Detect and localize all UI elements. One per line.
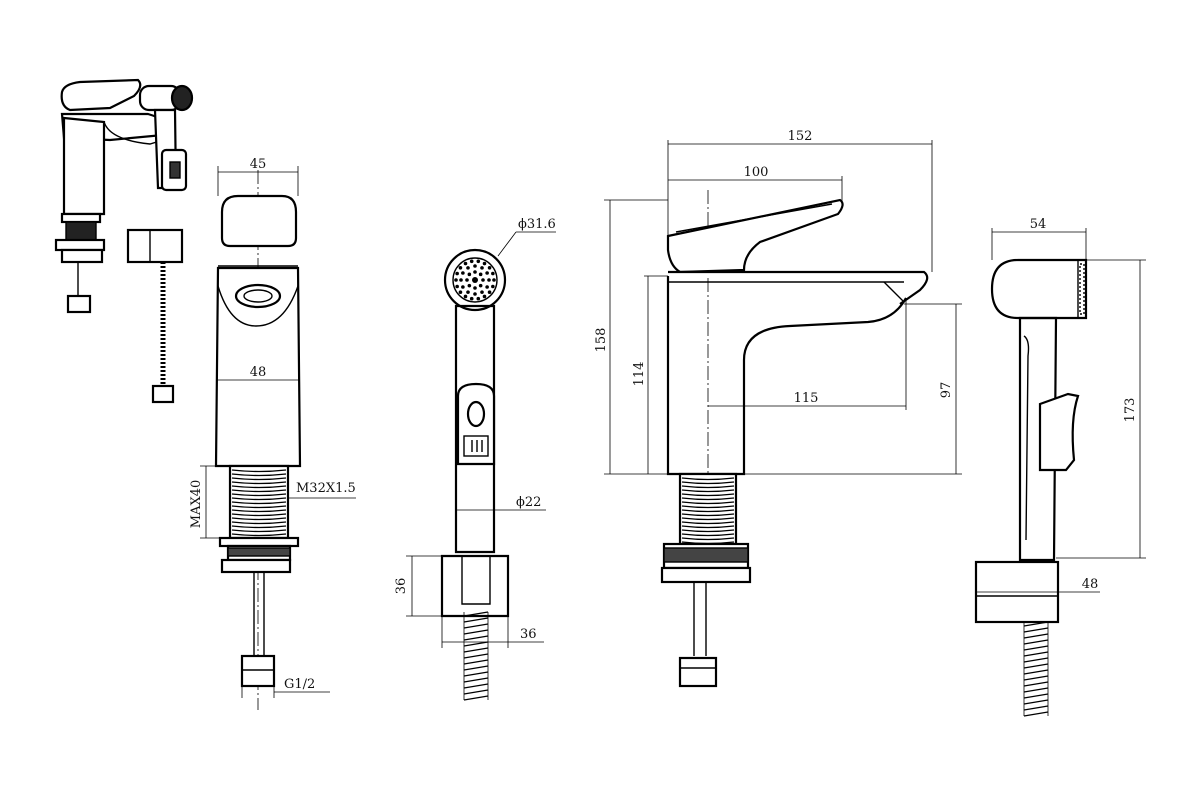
side-hose: [1023, 621, 1049, 717]
dim-thread: M32X1.5: [296, 481, 356, 496]
dim-side-height: 173: [1123, 398, 1138, 423]
dim-spout-reach: 115: [794, 391, 819, 406]
dim-side-holder-width: 48: [1082, 577, 1099, 592]
dim-lever-length: 100: [744, 165, 769, 180]
dim-side-width: 54: [1030, 217, 1047, 232]
side-thread-hatch: [681, 477, 735, 545]
sprayer-front-view: ϕ31.6 ϕ22 36 36: [394, 217, 556, 701]
front-thread-hatch: [231, 469, 287, 537]
front-view: 45 48 MAX40 M32X1.5 G1/2: [189, 157, 356, 710]
dim-overall-length: 152: [788, 129, 813, 144]
dim-max-height: MAX40: [189, 480, 204, 529]
isometric-view: [54, 78, 194, 404]
sprayer-side-view: 54 173 48: [974, 217, 1146, 717]
dim-head-diameter: ϕ31.6: [518, 217, 556, 232]
sprayer-hose: [463, 611, 489, 701]
dim-overall-height: 158: [594, 328, 609, 353]
dim-holder-width: 36: [520, 627, 537, 642]
dim-spout-height: 97: [939, 382, 954, 399]
dim-handle-diameter: ϕ22: [516, 495, 541, 510]
dim-connection: G1/2: [284, 677, 315, 692]
side-view: 152 100 158 114 115 97: [594, 129, 962, 688]
spray-holes: [454, 259, 496, 301]
dim-holder-height: 36: [394, 578, 409, 595]
dim-front-lower-width: 48: [250, 365, 267, 380]
dim-body-height: 114: [632, 362, 647, 387]
dim-front-width: 45: [250, 157, 267, 172]
